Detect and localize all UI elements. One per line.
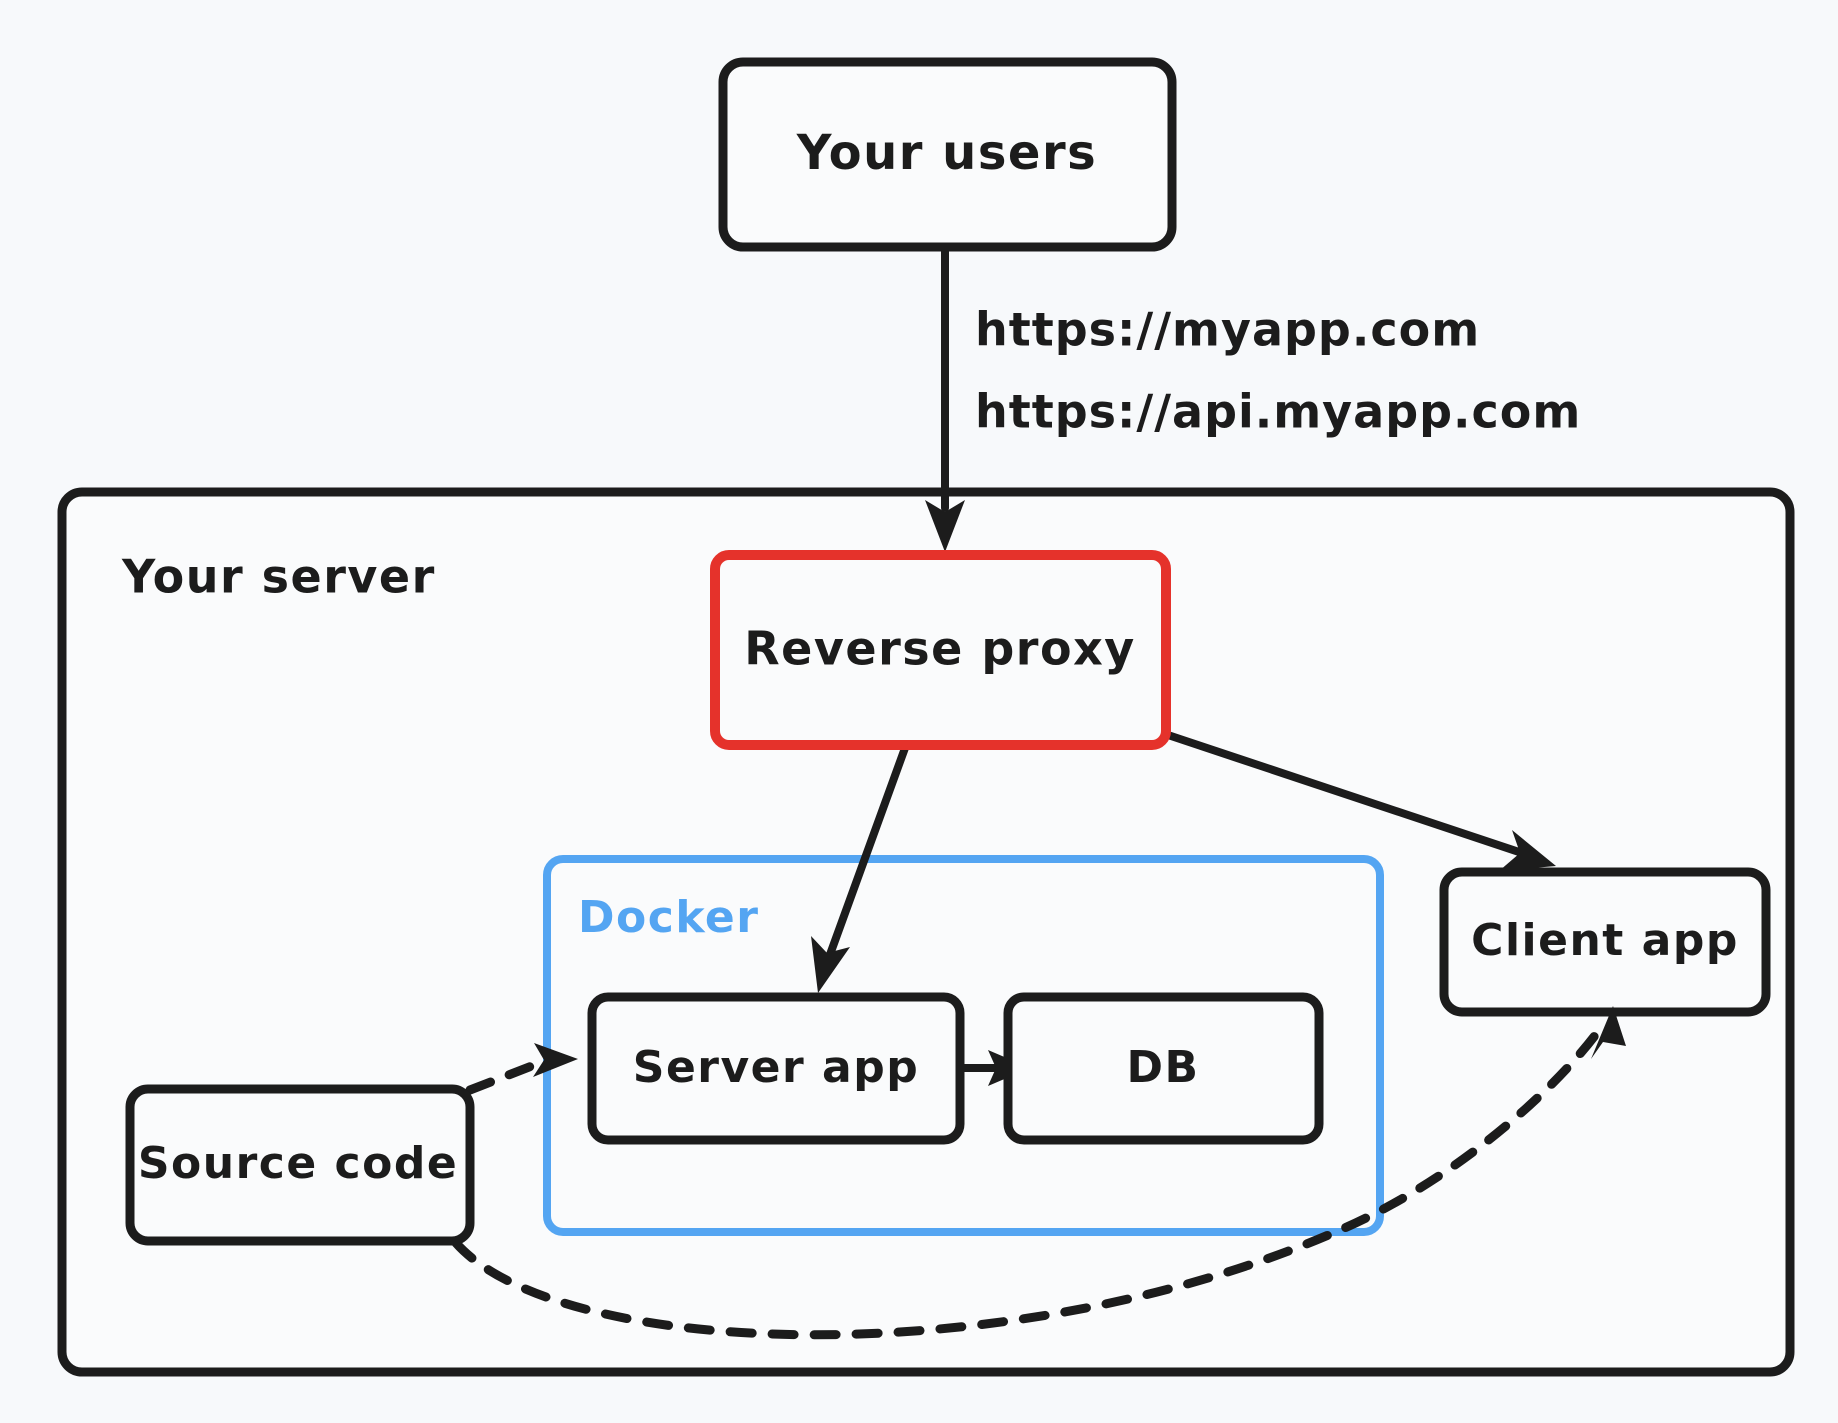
edge-source-to-server-app-arrowhead xyxy=(533,1043,578,1077)
edge-proxy-to-server-app-line xyxy=(824,744,909,964)
db-box[interactable] xyxy=(1003,992,1324,1145)
reverse-proxy-box[interactable] xyxy=(710,550,1171,750)
client-app-label: Client app xyxy=(1471,915,1739,966)
docker-label: Docker xyxy=(578,892,759,943)
edge-proxy-to-client-app-line xyxy=(1164,731,1532,859)
url-label-app: https://myapp.com xyxy=(975,303,1480,357)
edge-proxy-to-server-app xyxy=(811,744,909,993)
group-your-server: Your server xyxy=(57,487,1795,1377)
client-app-box[interactable] xyxy=(1439,867,1771,1017)
node-reverse-proxy[interactable]: Reverse proxy xyxy=(710,550,1171,750)
server-app-box[interactable] xyxy=(587,992,965,1145)
edge-source-to-server-app xyxy=(465,1043,578,1095)
users-url-labels: https://myapp.com https://api.myapp.com xyxy=(975,303,1581,439)
db-label: DB xyxy=(1126,1042,1199,1093)
docker-boundary xyxy=(543,855,1384,1236)
node-client-app[interactable]: Client app xyxy=(1439,867,1771,1017)
node-source-code[interactable]: Source code xyxy=(125,1084,475,1246)
node-your-users[interactable]: Your users xyxy=(718,57,1177,252)
edge-proxy-to-server-app-arrowhead xyxy=(811,936,850,993)
edge-users-to-proxy-arrowhead xyxy=(925,500,965,552)
your-server-label: Your server xyxy=(121,550,436,604)
reverse-proxy-label: Reverse proxy xyxy=(744,622,1135,676)
group-docker: Docker xyxy=(543,855,1384,1236)
edge-source-to-client-app xyxy=(451,1006,1626,1340)
source-code-label: Source code xyxy=(138,1138,458,1189)
your-server-boundary xyxy=(57,487,1795,1377)
edge-proxy-to-client-app-arrowhead xyxy=(1499,830,1556,871)
edge-users-to-proxy xyxy=(925,246,965,552)
node-db[interactable]: DB xyxy=(1003,992,1324,1145)
server-app-label: Server app xyxy=(633,1042,919,1093)
edge-source-to-client-app-arrowhead xyxy=(1591,1006,1626,1059)
your-users-box[interactable] xyxy=(718,57,1177,252)
source-code-box[interactable] xyxy=(125,1084,475,1246)
edge-proxy-to-client-app xyxy=(1164,731,1556,871)
edge-source-to-server-app-line xyxy=(465,1057,547,1095)
url-label-api: https://api.myapp.com xyxy=(975,385,1581,439)
your-users-label: Your users xyxy=(796,125,1097,181)
node-server-app[interactable]: Server app xyxy=(587,992,965,1145)
edge-source-to-client-app-line xyxy=(451,1021,1607,1340)
